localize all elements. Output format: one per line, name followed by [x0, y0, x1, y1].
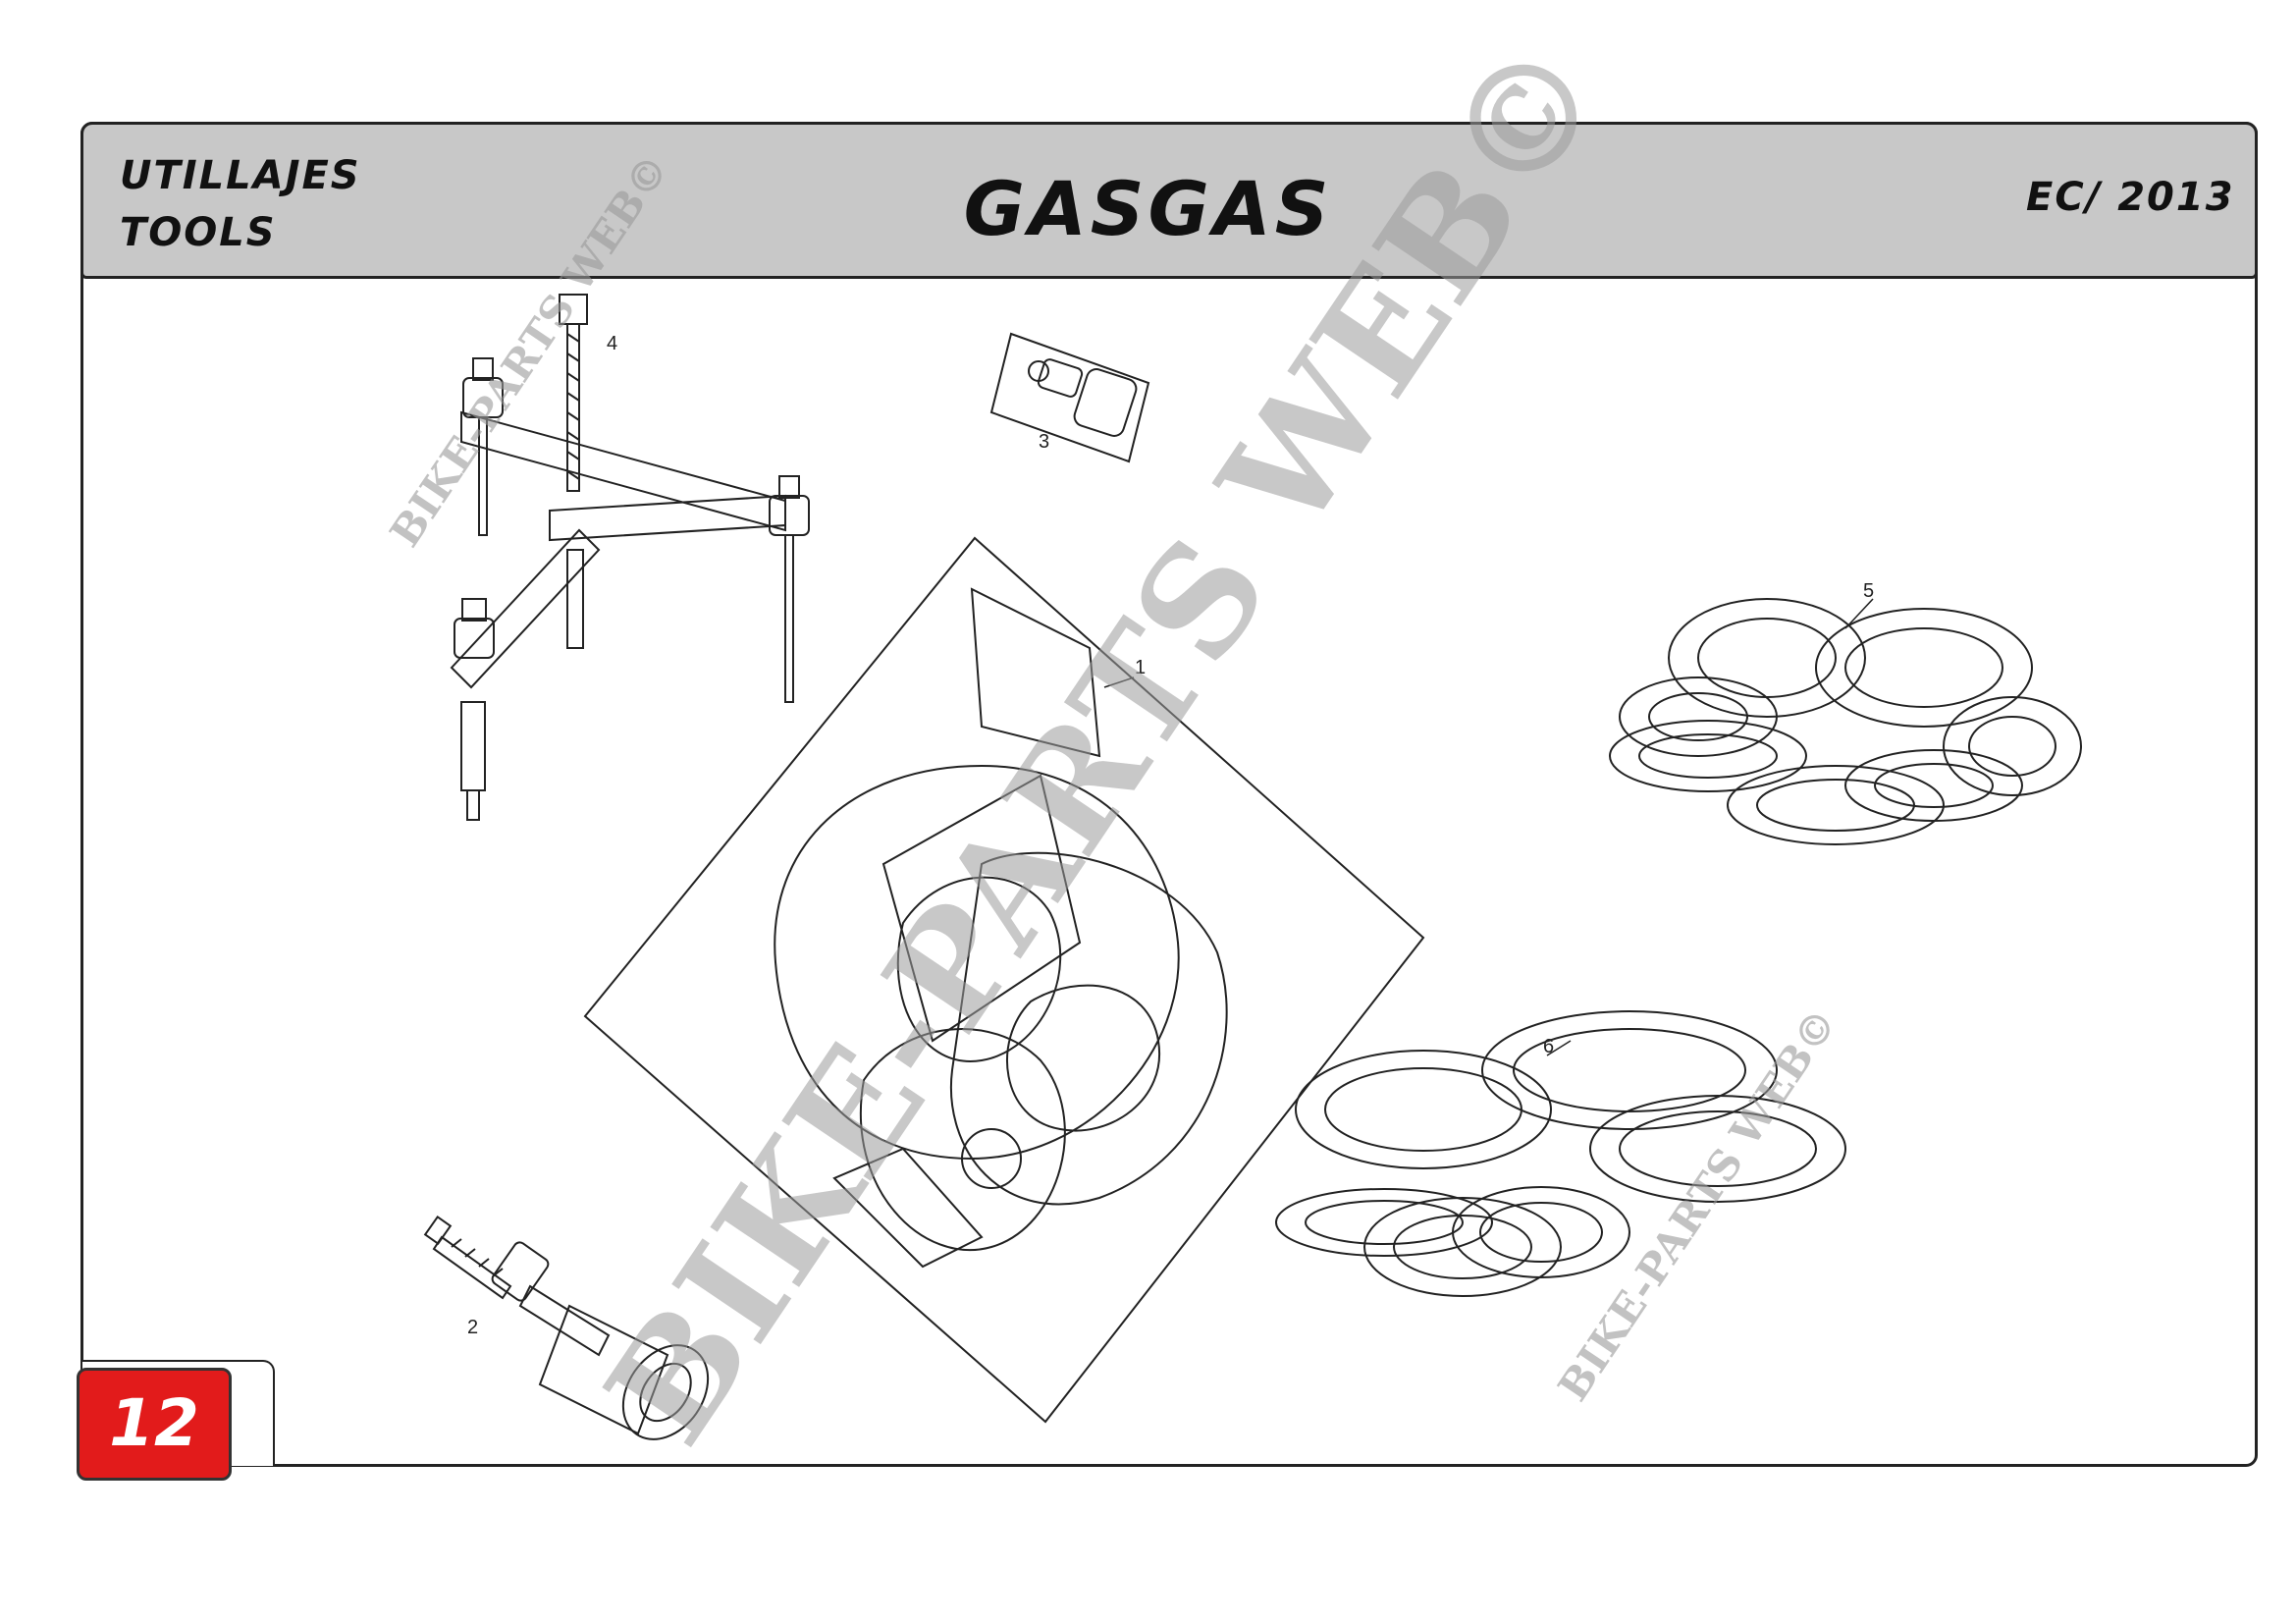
part-2-bearing-puller [423, 1216, 710, 1440]
title-english: TOOLS [120, 210, 277, 255]
page-number: 12 [109, 1385, 199, 1461]
callout-5: 5 [1863, 580, 1874, 602]
part-3-tool [989, 332, 1150, 463]
callout-3: 3 [1039, 431, 1049, 453]
callout-1: 1 [1135, 657, 1146, 678]
callout-2: 2 [467, 1317, 478, 1338]
callout-4: 4 [607, 333, 617, 354]
brand-logo: GASGAS [963, 165, 1333, 252]
part-5-seals [1609, 598, 2082, 845]
page-number-badge: 12 [77, 1368, 232, 1481]
part-1-gasket-kit [583, 536, 1425, 1424]
callout-6: 6 [1543, 1036, 1554, 1057]
title-spanish: UTILLAJES [120, 153, 361, 198]
part-6-seals [1275, 1010, 1846, 1297]
part-4-puller [450, 294, 810, 821]
header-bar [80, 122, 2258, 279]
model-year: EC/ 2013 [2026, 175, 2235, 220]
